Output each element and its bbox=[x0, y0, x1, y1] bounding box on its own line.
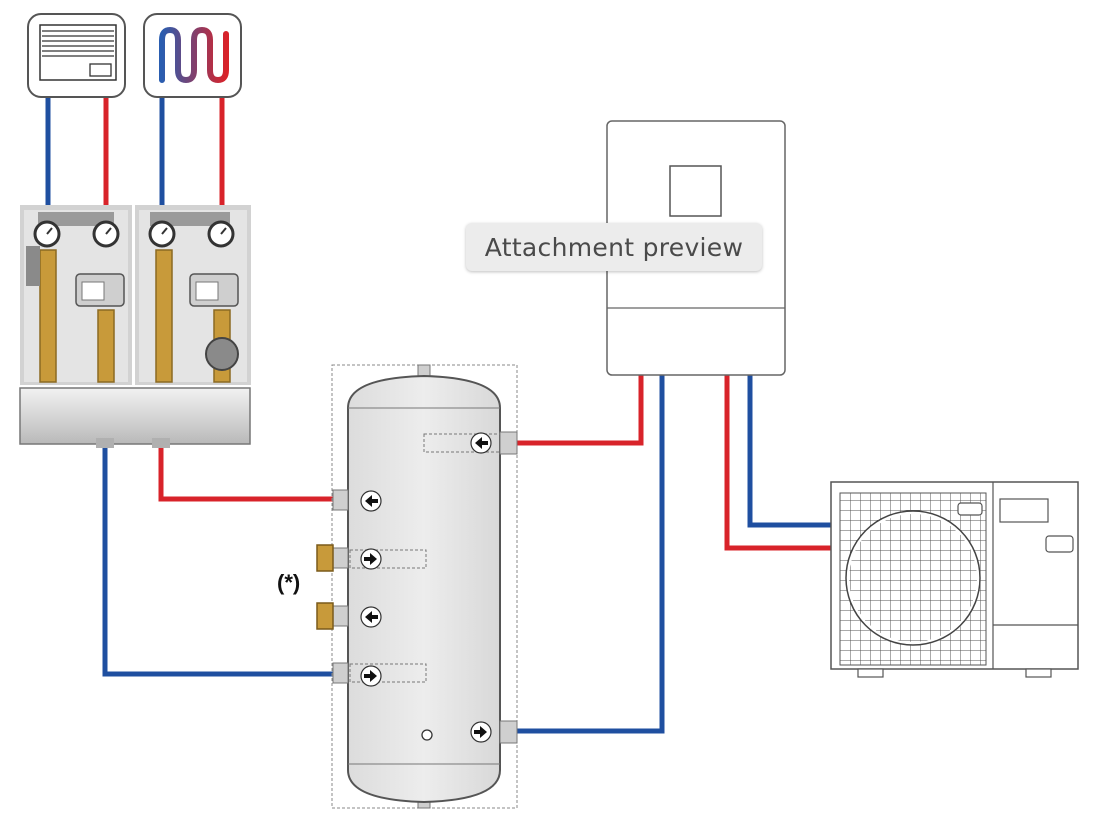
optional-port-note: (*) bbox=[277, 570, 301, 595]
manifold-supply-pipe bbox=[158, 447, 333, 502]
flow-arrow-icon bbox=[470, 432, 492, 454]
buffer-tank-icon bbox=[316, 364, 518, 809]
tank-upper-supply-pipe bbox=[517, 375, 644, 446]
underfloor-heating-icon bbox=[143, 13, 242, 98]
pipes bbox=[45, 96, 832, 734]
flow-arrow-icon bbox=[360, 665, 382, 687]
tank-lower-return-pipe bbox=[517, 375, 665, 734]
heatpump-supply-pipe bbox=[724, 375, 832, 551]
outdoor-heat-pump-icon bbox=[830, 481, 1079, 678]
flow-arrow-icon bbox=[360, 548, 382, 570]
sensor-pocket-icon bbox=[421, 729, 433, 741]
pump-group-icon bbox=[19, 205, 251, 448]
manifold-return-pipe bbox=[102, 447, 333, 677]
heatpump-return-pipe bbox=[747, 375, 832, 528]
flow-arrow-icon bbox=[470, 721, 492, 743]
fan-coil-icon bbox=[27, 13, 126, 98]
flow-arrow-icon bbox=[360, 490, 382, 512]
flow-arrow-icon bbox=[360, 606, 382, 628]
attachment-preview-tooltip: Attachment preview bbox=[466, 223, 762, 271]
